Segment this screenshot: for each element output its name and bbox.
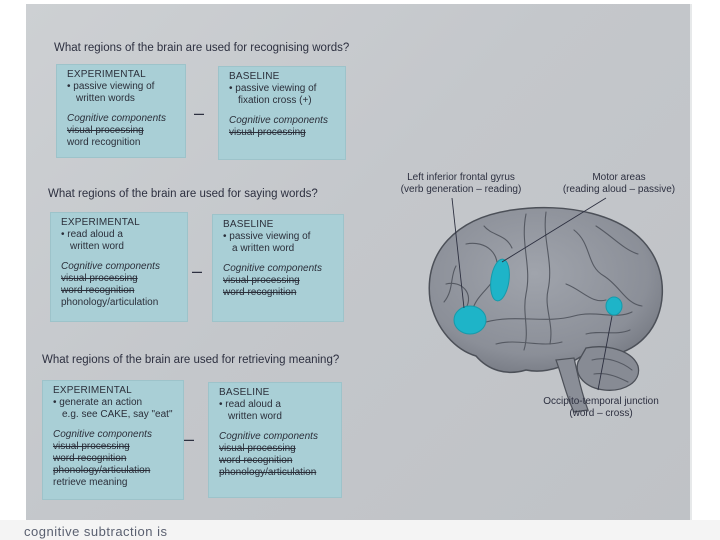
component-word-recognition: word recognition — [61, 285, 135, 296]
component-visual-processing: visual processing — [67, 125, 144, 136]
experimental-box-recognising: EXPERIMENTAL • passive viewing of writte… — [56, 64, 186, 158]
experimental-box-meaning: EXPERIMENTAL • generate an action e.g. s… — [42, 380, 184, 500]
textbook-page: What regions of the brain are used for r… — [26, 4, 692, 530]
label-motor-areas: Motor areas (reading aloud – passive) — [554, 172, 684, 196]
baseline-task-cont: written word — [228, 411, 282, 422]
components-title: Cognitive components — [67, 113, 166, 124]
question-retrieving-meaning: What regions of the brain are used for r… — [42, 354, 340, 366]
label-line: (word – cross) — [569, 408, 633, 419]
label-line: Occipito-temporal junction — [543, 396, 659, 407]
component-word-recognition: word recognition — [67, 137, 141, 148]
component-phonology-articulation: phonology/articulation — [219, 467, 317, 478]
experimental-task-cont: written word — [70, 241, 124, 252]
baseline-box-meaning: BASELINE • read aloud a written word Cog… — [208, 382, 342, 498]
component-word-recognition: word recognition — [53, 453, 127, 464]
component-visual-processing: visual processing — [219, 443, 296, 454]
baseline-box-saying: BASELINE • passive viewing of a written … — [212, 214, 344, 322]
leader-line-occipito — [597, 315, 613, 391]
component-phonology-articulation: phonology/articulation — [61, 297, 159, 308]
subtraction-operator: – — [194, 103, 205, 123]
baseline-title: BASELINE — [229, 71, 280, 82]
experimental-box-saying: EXPERIMENTAL • read aloud a written word… — [50, 212, 188, 322]
experimental-title: EXPERIMENTAL — [61, 217, 140, 228]
subtraction-operator: – — [184, 429, 195, 449]
component-phonology-articulation: phonology/articulation — [53, 465, 151, 476]
label-left-inferior-frontal-gyrus: Left inferior frontal gyrus (verb genera… — [386, 172, 536, 196]
component-visual-processing: visual processing — [223, 275, 300, 286]
baseline-title: BASELINE — [219, 387, 270, 398]
components-title: Cognitive components — [223, 263, 322, 274]
baseline-title: BASELINE — [223, 219, 274, 230]
experimental-task-cont: e.g. see CAKE, say "eat" — [62, 409, 173, 420]
question-recognising-words: What regions of the brain are used for r… — [54, 42, 350, 54]
component-visual-processing: visual processing — [61, 273, 138, 284]
components-title: Cognitive components — [61, 261, 160, 272]
components-title: Cognitive components — [219, 431, 318, 442]
leader-line-left-frontal — [451, 197, 465, 309]
component-visual-processing: visual processing — [53, 441, 130, 452]
brain-illustration — [428, 197, 663, 413]
label-line: (verb generation – reading) — [400, 184, 522, 195]
baseline-task: • passive viewing of — [223, 231, 311, 242]
label-line: Motor areas — [592, 172, 646, 183]
baseline-box-recognising: BASELINE • passive viewing of fixation c… — [218, 66, 346, 160]
label-line: (reading aloud – passive) — [562, 184, 676, 195]
experimental-task-cont: written words — [76, 93, 135, 104]
experimental-task: • passive viewing of — [67, 81, 155, 92]
brain-cerebrum — [428, 206, 663, 374]
component-retrieve-meaning: retrieve meaning — [53, 477, 128, 488]
components-title: Cognitive components — [229, 115, 328, 126]
footer-strip: cognitive subtraction is — [0, 520, 720, 540]
label-occipito-temporal-junction: Occipito-temporal junction (word – cross… — [526, 396, 676, 420]
baseline-task-cont: a written word — [232, 243, 295, 254]
components-title: Cognitive components — [53, 429, 152, 440]
footer-text: cognitive subtraction is — [24, 524, 168, 539]
activation-left-inferior-frontal — [453, 305, 487, 335]
question-saying-words: What regions of the brain are used for s… — [48, 188, 318, 200]
experimental-task: • generate an action — [53, 397, 143, 408]
experimental-title: EXPERIMENTAL — [53, 385, 132, 396]
experimental-task: • read aloud a — [61, 229, 123, 240]
activation-occipito-temporal — [605, 296, 623, 316]
component-visual-processing: visual processing — [229, 127, 306, 138]
baseline-task: • read aloud a — [219, 399, 281, 410]
component-word-recognition: word recognition — [223, 287, 297, 298]
label-line: Left inferior frontal gyrus — [407, 172, 515, 183]
baseline-task: • passive viewing of — [229, 83, 317, 94]
subtraction-operator: – — [192, 261, 203, 281]
activation-motor-area — [490, 258, 510, 302]
leader-line-motor — [501, 197, 607, 263]
component-word-recognition: word recognition — [219, 455, 293, 466]
baseline-task-cont: fixation cross (+) — [238, 95, 312, 106]
brain-stem — [555, 357, 589, 413]
experimental-title: EXPERIMENTAL — [67, 69, 146, 80]
